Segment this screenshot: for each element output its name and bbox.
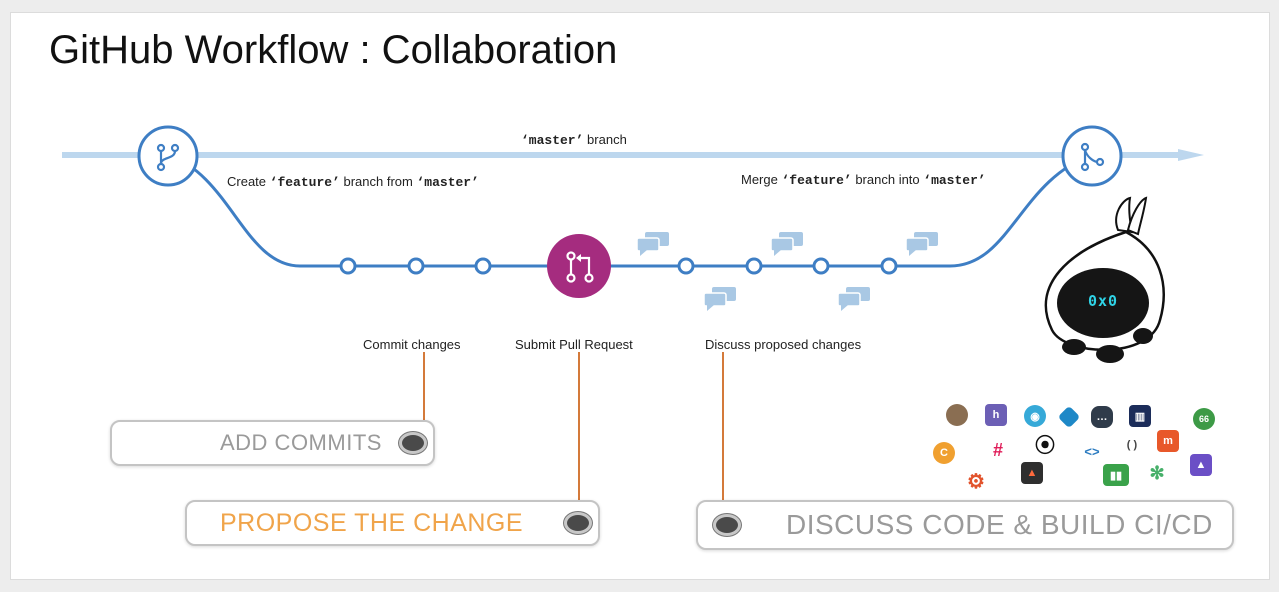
discussion-dot-1 [677,257,695,275]
tool-logo-17: ✻ [1146,462,1168,484]
gear-icon: ⚙ [965,470,987,493]
knob-icon [399,432,427,454]
commit-dot-3 [474,257,492,275]
create-feature-code: ‘feature’ [269,175,340,190]
tool-logos: h ◉ … ▥ 66 C # ⦿ <> ( ) m ⚙ ▲ ▮▮ ✻ ▲ [928,402,1218,497]
master-arrow-head [1178,149,1204,161]
merge-prefix: Merge [741,172,778,187]
create-branch-label: Create ‘feature’ branch from ‘master’ [227,174,479,190]
merge-mid: branch into [855,172,920,187]
git-pull-request-icon [547,234,611,298]
create-prefix: Create [227,174,267,189]
commit-dot-2 [407,257,425,275]
feature-branch-line [167,153,1093,268]
merge-branch-label: Merge ‘feature’ branch into ‘master’ [741,172,986,188]
rocket-icon: ▲ [1190,454,1212,476]
tool-logo-13: m [1157,430,1179,452]
master-branch-word: branch [587,132,627,147]
git-branch-icon [137,125,199,187]
merge-master-code: ‘master’ [923,173,986,188]
add-commits-label: ADD COMMITS [220,430,382,455]
merge-feature-code: ‘feature’ [781,173,852,188]
discussion-dot-2 [745,257,763,275]
tool-logo-15: ▲ [1021,462,1043,484]
knob-icon [564,512,592,534]
commit-changes-label: Commit changes [363,337,461,352]
tool-logo-12: ( ) [1121,434,1143,456]
tool-logo-4 [1057,405,1081,429]
heroku-icon: h [985,404,1007,426]
tool-logo-1 [946,404,968,426]
discussion-dot-4 [880,257,898,275]
discussion-dot-3 [812,257,830,275]
circleci-icon: ⦿ [1034,432,1056,457]
submit-pr-label: Submit Pull Request [515,337,633,352]
propose-change-label: PROPOSE THE CHANGE [220,508,524,537]
knob-icon [713,514,741,536]
page-title: GitHub Workflow : Collaboration [49,28,618,72]
create-master-code: ‘master’ [416,175,479,190]
code-icon: <> [1081,440,1103,462]
tool-logo-16: ▮▮ [1103,464,1129,486]
create-mid: branch from [343,174,413,189]
slack-icon: # [987,439,1009,461]
propose-change-button[interactable]: PROPOSE THE CHANGE [185,500,600,546]
discuss-build-label: DISCUSS CODE & BUILD CI/CD [786,509,1213,540]
add-commits-button[interactable]: ADD COMMITS [110,420,435,466]
mascot-robot-icon [1044,196,1165,363]
discuss-build-button[interactable]: DISCUSS CODE & BUILD CI/CD [696,500,1234,550]
discuss-label: Discuss proposed changes [705,337,862,352]
master-branch-label: ‘master’ branch [521,132,627,148]
comment-bubbles-icon [636,232,938,311]
git-merge-icon [1061,125,1123,187]
mascot-face: 0x0 [1087,292,1119,310]
tool-logo-6: ▥ [1129,405,1151,427]
chat-icon: … [1091,406,1113,428]
tool-logo-3: ◉ [1024,405,1046,427]
master-branch-code: ‘master’ [521,133,584,148]
tool-logo-8: C [933,442,955,464]
cloud66-icon: 66 [1193,408,1215,430]
commit-dot-1 [339,257,357,275]
